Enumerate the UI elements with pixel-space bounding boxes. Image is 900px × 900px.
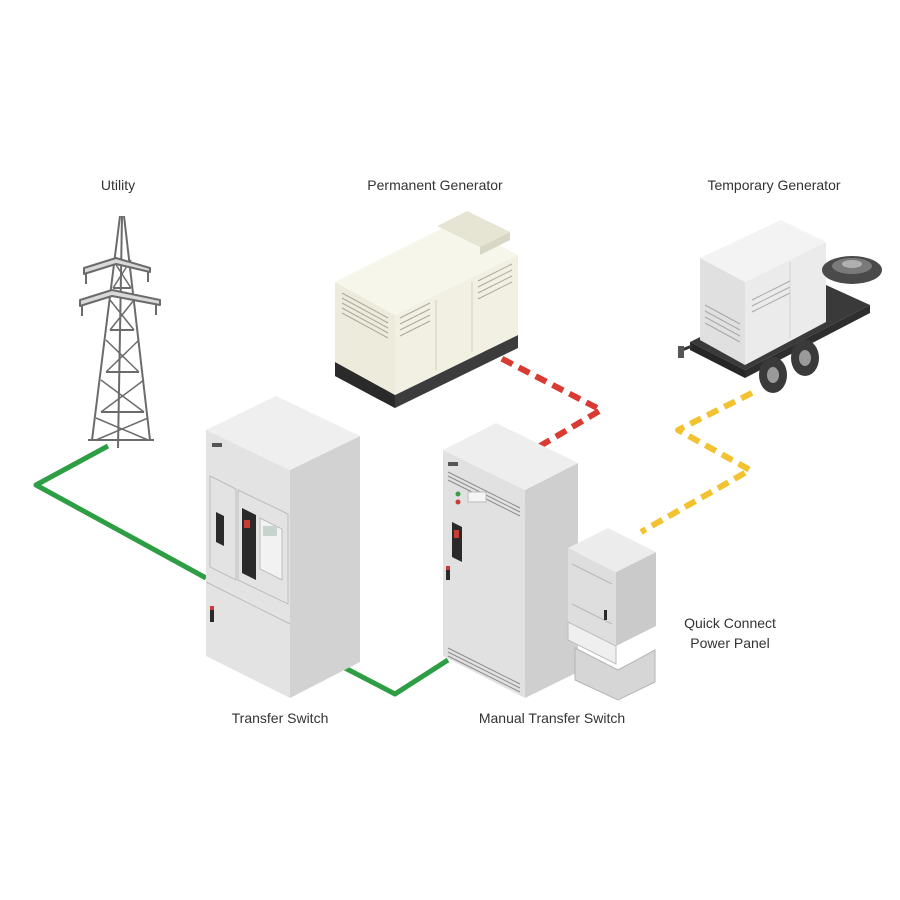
label-utility: Utility	[100, 177, 136, 193]
label-permanent-generator: Permanent Generator	[367, 177, 503, 193]
transfer-switch-cabinet-icon	[205, 396, 360, 698]
connection-permanent-generator-manual-switch-dashes	[483, 347, 604, 449]
label-temporary-generator: Temporary Generator	[707, 177, 841, 193]
trailer-generator-icon	[678, 220, 882, 393]
label-quick-connect-line1: Quick Connect	[684, 615, 776, 631]
generator-icon	[335, 211, 518, 408]
power-panel-icon	[567, 528, 656, 701]
label-transfer-switch: Transfer Switch	[231, 710, 329, 726]
connection-transfer-to-manual-switch	[343, 657, 450, 697]
connection-temporary-generator-quick-connect	[639, 390, 754, 535]
manual-transfer-switch-cabinet-icon	[443, 423, 578, 698]
connection-utility-transfer-switch	[33, 443, 208, 581]
transmission-tower-icon	[79, 215, 161, 449]
label-quick-connect-line2: Power Panel	[690, 635, 770, 651]
label-manual-transfer-switch: Manual Transfer Switch	[478, 710, 626, 726]
